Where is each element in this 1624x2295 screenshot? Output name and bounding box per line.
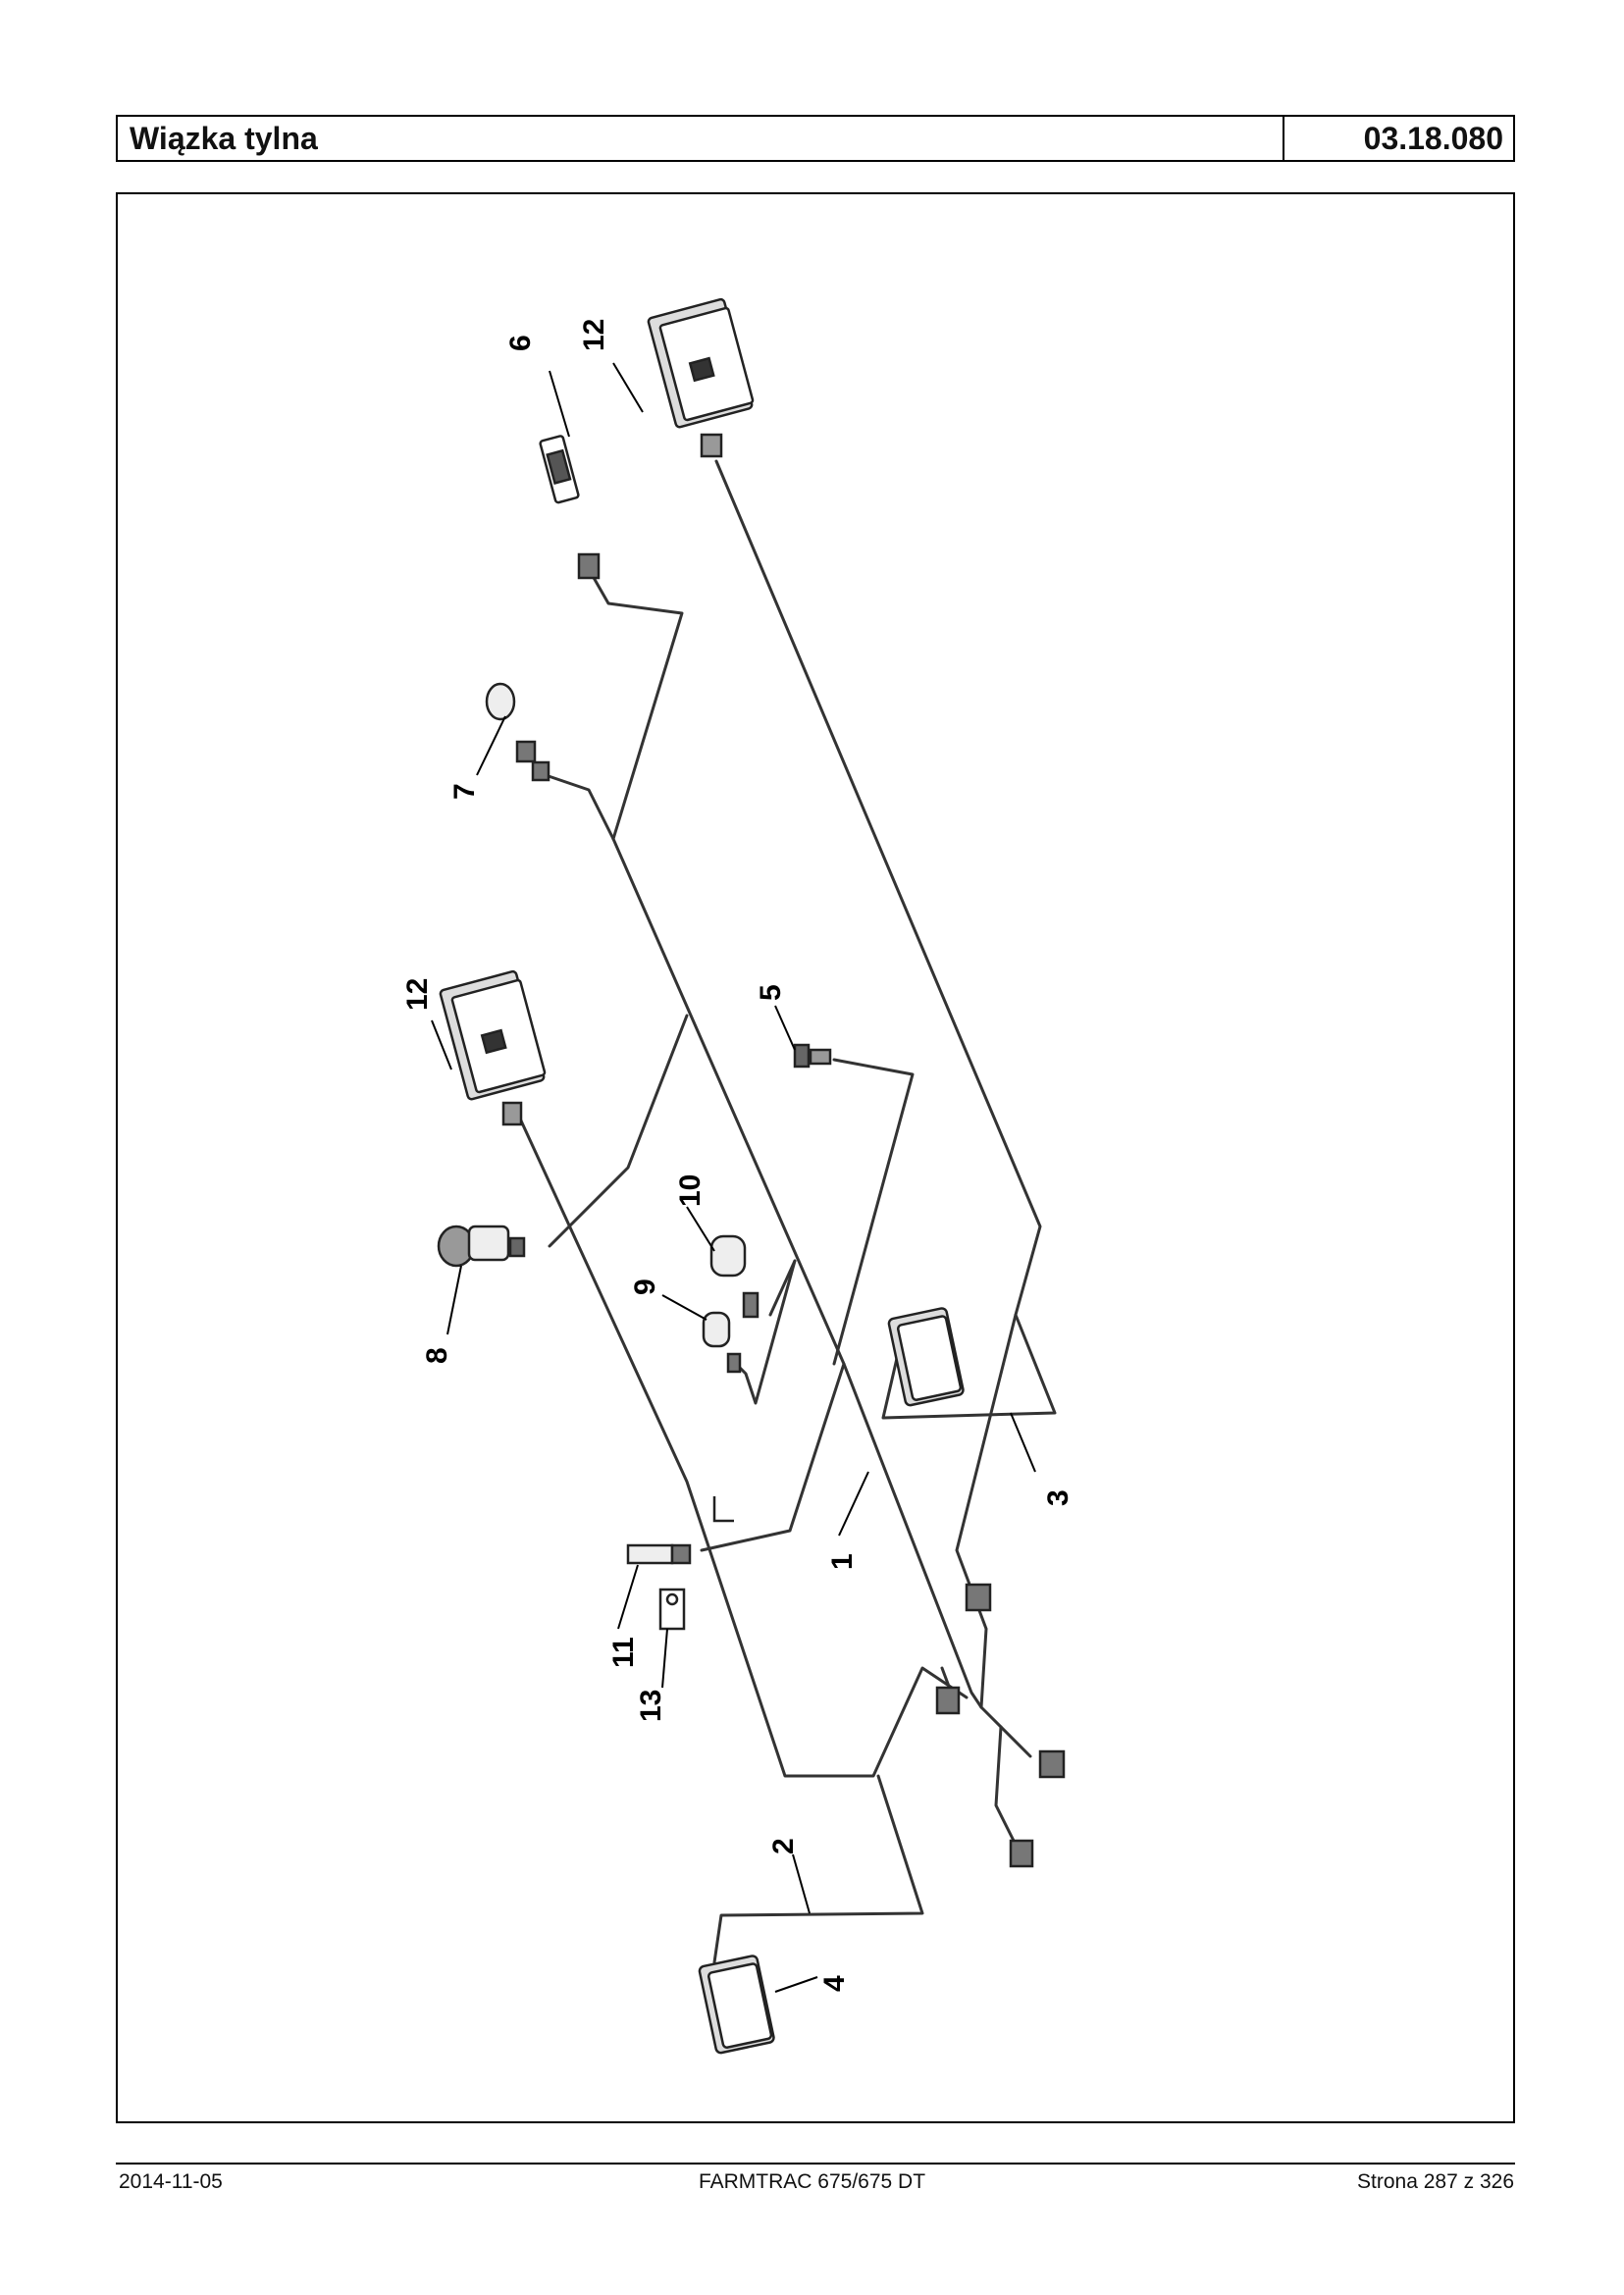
rear-lamp-12-top xyxy=(647,297,755,429)
connector-12-left xyxy=(501,1101,523,1126)
lamp-socket-7 xyxy=(485,682,550,782)
callout-3: 3 xyxy=(1042,1489,1074,1506)
footer-divider xyxy=(116,2163,1515,2165)
socket-8 xyxy=(437,1225,526,1268)
harness-1 xyxy=(611,837,983,1709)
callout-12-top: 12 xyxy=(578,319,610,351)
connector-12-top xyxy=(700,433,723,458)
callout-8: 8 xyxy=(421,1347,453,1364)
diagram-frame xyxy=(116,192,1515,2123)
box-4 xyxy=(698,1955,775,2055)
callout-1: 1 xyxy=(826,1553,859,1570)
switch-9 xyxy=(702,1311,742,1374)
plate-light-6 xyxy=(539,435,580,504)
footer-page: Strona 287 z 326 xyxy=(1357,2170,1514,2193)
harness-right xyxy=(714,459,1042,1709)
callout-9: 9 xyxy=(629,1278,661,1295)
sensor-5 xyxy=(793,1043,832,1069)
callout-13: 13 xyxy=(635,1690,667,1722)
callout-4: 4 xyxy=(818,1975,851,1992)
rear-lamp-12-left xyxy=(439,969,547,1101)
callout-12-left: 12 xyxy=(401,978,434,1011)
plate-13 xyxy=(658,1588,686,1631)
switch-10 xyxy=(709,1234,760,1319)
callout-7: 7 xyxy=(448,783,481,800)
footer-date: 2014-11-05 xyxy=(119,2170,223,2193)
page-header: Wiązka tylna 03.18.080 xyxy=(116,115,1515,162)
callout-10: 10 xyxy=(674,1174,707,1207)
callout-6: 6 xyxy=(504,335,537,351)
callout-2: 2 xyxy=(767,1838,800,1854)
box-3 xyxy=(887,1307,965,1407)
callout-5: 5 xyxy=(755,984,787,1001)
page-title: Wiązka tylna xyxy=(118,117,1284,160)
sensor-11 xyxy=(626,1543,692,1565)
section-code: 03.18.080 xyxy=(1363,121,1503,156)
callout-11: 11 xyxy=(607,1637,640,1668)
footer-model: FARMTRAC 675/675 DT xyxy=(698,2170,926,2193)
